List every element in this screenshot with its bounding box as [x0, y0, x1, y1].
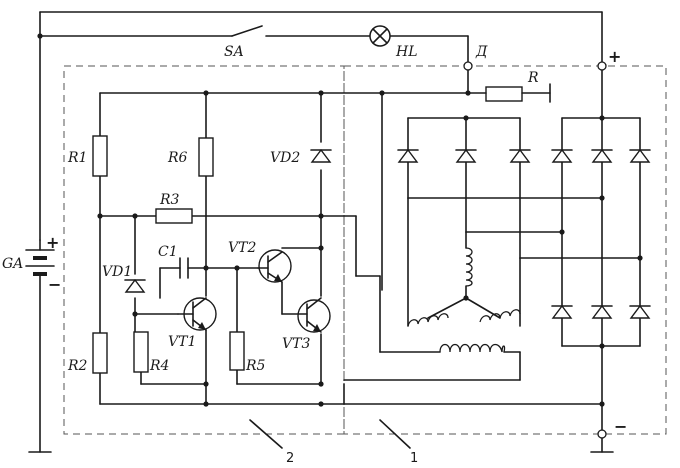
transistor-vt2	[257, 249, 292, 283]
transistor-vt1	[177, 297, 217, 331]
label-battery-minus: −	[48, 275, 61, 294]
rectifier-wiring	[381, 69, 641, 431]
label-r4: R4	[149, 358, 169, 374]
regulator-wiring	[99, 69, 603, 405]
label-vd2: VD2	[270, 150, 300, 166]
field-winding	[439, 343, 506, 353]
block-1-outline	[343, 65, 667, 435]
label-r6: R6	[167, 150, 188, 166]
label-r1: R1	[67, 150, 87, 166]
label-vd1: VD1	[102, 264, 132, 280]
resistor-r6	[198, 137, 214, 177]
lamp-hl	[369, 25, 391, 47]
terminal-plus	[597, 61, 607, 71]
resistor-r1	[92, 135, 108, 177]
transistor-vt3	[297, 297, 331, 333]
block-2-outline	[63, 65, 345, 435]
resistor-r5	[229, 331, 245, 371]
junctions	[97, 90, 605, 407]
label-r5: R5	[245, 358, 266, 374]
label-r3: R3	[159, 192, 180, 208]
resistor-r3	[155, 208, 193, 224]
leader-2	[249, 419, 283, 449]
label-block-2: 2	[286, 451, 294, 466]
top-wiring	[39, 11, 603, 241]
label-vt3: VT3	[282, 336, 310, 352]
battery-ga	[25, 239, 55, 453]
diode-vd2	[310, 149, 332, 163]
capacitor-c1	[179, 257, 189, 279]
resistor-r4	[133, 331, 149, 373]
label-r: R	[527, 70, 539, 86]
label-vt2: VT2	[228, 240, 256, 256]
resistor-r	[485, 86, 523, 102]
label-vt1: VT1	[168, 334, 196, 350]
label-r2: R2	[67, 358, 88, 374]
diode-vd1	[124, 279, 146, 293]
label-block-1: 1	[410, 451, 418, 466]
label-terminal-d: Д	[475, 44, 488, 60]
terminal-minus	[597, 429, 607, 439]
label-minus-out: −	[614, 417, 627, 436]
rectifier-diodes	[397, 149, 651, 319]
terminal-d	[463, 61, 473, 71]
label-ga: GA	[2, 256, 23, 272]
leader-1	[379, 419, 411, 449]
stator-windings	[407, 247, 521, 327]
label-hl: HL	[395, 44, 418, 60]
label-plus-out: +	[608, 47, 621, 66]
resistor-r2	[92, 332, 108, 374]
bridge-junctions	[463, 115, 643, 349]
junction-dot	[37, 33, 43, 39]
label-c1: C1	[158, 244, 178, 260]
label-sa: SA	[224, 44, 244, 60]
label-battery-plus: +	[46, 233, 59, 252]
